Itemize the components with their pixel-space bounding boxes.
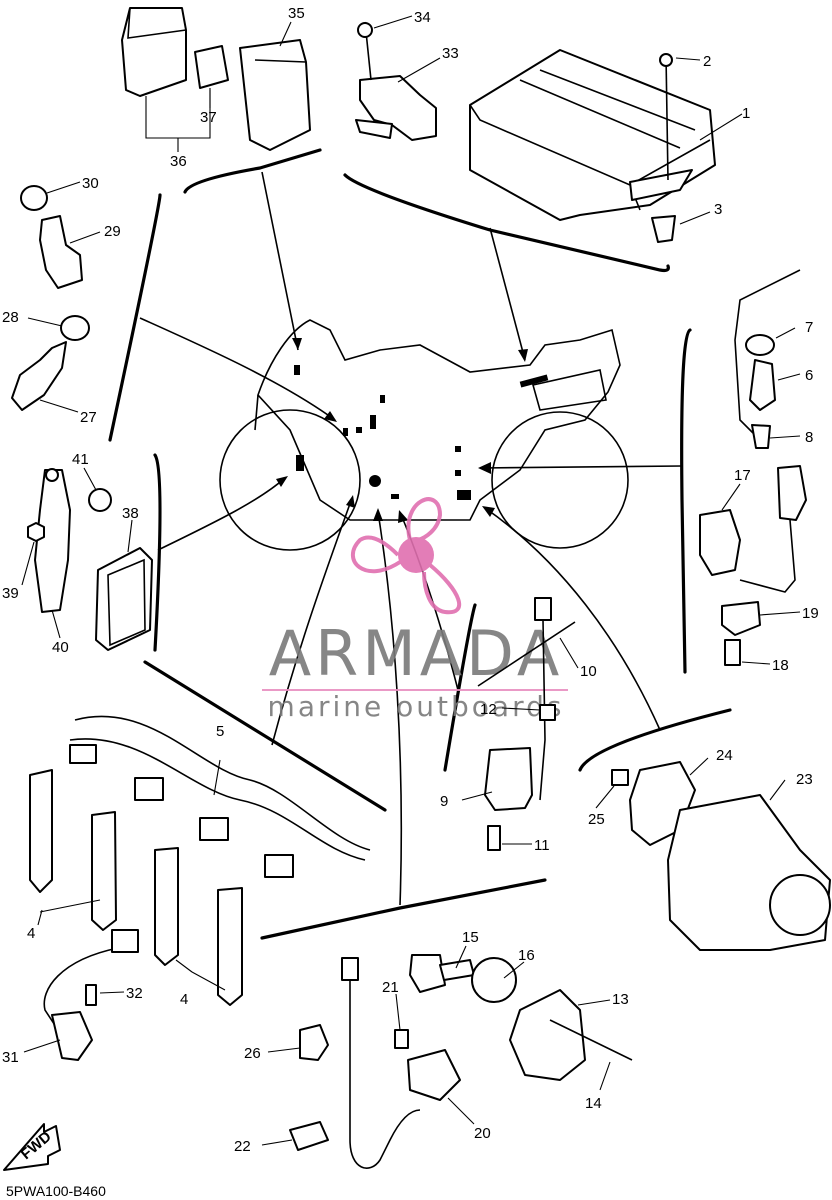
callout-19: 19 [802, 605, 819, 622]
diagram-page-code: 5PWA100-B460 [6, 1183, 106, 1199]
callout-13: 13 [612, 991, 629, 1008]
fan-bracket-assembly [21, 467, 153, 651]
callout-2: 2 [703, 53, 711, 70]
callout-4b: 4 [180, 991, 188, 1008]
ecu-unit [469, 49, 743, 243]
watermark-brand: ARMADA [269, 617, 563, 690]
neutral-switch-assembly [461, 597, 579, 851]
callout-27: 27 [80, 409, 97, 426]
callout-33: 33 [442, 45, 459, 62]
callout-24: 24 [716, 747, 733, 764]
callout-8: 8 [805, 429, 813, 446]
callout-4a: 4 [27, 925, 35, 942]
callout-11: 11 [534, 837, 550, 854]
relay-assembly [121, 7, 311, 151]
callout-17: 17 [734, 467, 751, 484]
callout-6: 6 [805, 367, 813, 384]
callout-9: 9 [440, 793, 448, 810]
sensor-33 [355, 15, 441, 141]
callout-7: 7 [805, 319, 813, 336]
callout-38: 38 [122, 505, 139, 522]
callout-34: 34 [414, 9, 431, 26]
callout-30: 30 [82, 175, 99, 192]
armada-propeller-logo [350, 497, 462, 615]
callout-10: 10 [580, 663, 597, 680]
forward-direction-arrow: FWD [3, 1123, 61, 1171]
relay-leader-lines [145, 21, 292, 152]
callout-3: 3 [714, 201, 722, 218]
bike-component-markers [294, 365, 549, 500]
watermark-tagline: marine outboards [268, 690, 565, 723]
throttle-body-assembly [595, 757, 831, 951]
callout-41: 41 [72, 451, 89, 468]
callout-15: 15 [462, 929, 479, 946]
callout-18: 18 [772, 657, 789, 674]
callout-26: 26 [244, 1045, 261, 1062]
callout-32: 32 [126, 985, 143, 1002]
ignition-coils-and-harness [29, 715, 371, 1006]
callout-14: 14 [585, 1095, 602, 1112]
callout-36: 36 [170, 153, 187, 170]
motorcycle-outline [219, 319, 629, 551]
callout-21: 21 [382, 979, 399, 996]
speed-sensor-31 [23, 929, 139, 1061]
callout-31: 31 [2, 1049, 19, 1066]
callout-37: 37 [200, 109, 217, 126]
callout-39: 39 [2, 585, 19, 602]
crank-sensor-assembly [261, 945, 633, 1169]
callout-35: 35 [288, 5, 305, 22]
callout-numbers: 1 2 3 4 4 5 6 7 8 9 10 11 12 13 14 15 16… [2, 5, 819, 1155]
callout-5: 5 [216, 723, 224, 740]
callout-22: 22 [234, 1138, 251, 1155]
callout-1: 1 [742, 105, 750, 122]
callout-25: 25 [588, 811, 605, 828]
oxygen-sensor-assembly [734, 269, 801, 449]
callout-20: 20 [474, 1125, 491, 1142]
pressure-sensor-assembly [699, 465, 807, 666]
armada-watermark: ARMADA marine outboards [262, 497, 568, 723]
temperature-sensors [11, 181, 101, 413]
callout-12: 12 [480, 701, 497, 718]
callout-23: 23 [796, 771, 813, 788]
callout-29: 29 [104, 223, 121, 240]
callout-16: 16 [518, 947, 535, 964]
callout-40: 40 [52, 639, 69, 656]
callout-28: 28 [2, 309, 19, 326]
